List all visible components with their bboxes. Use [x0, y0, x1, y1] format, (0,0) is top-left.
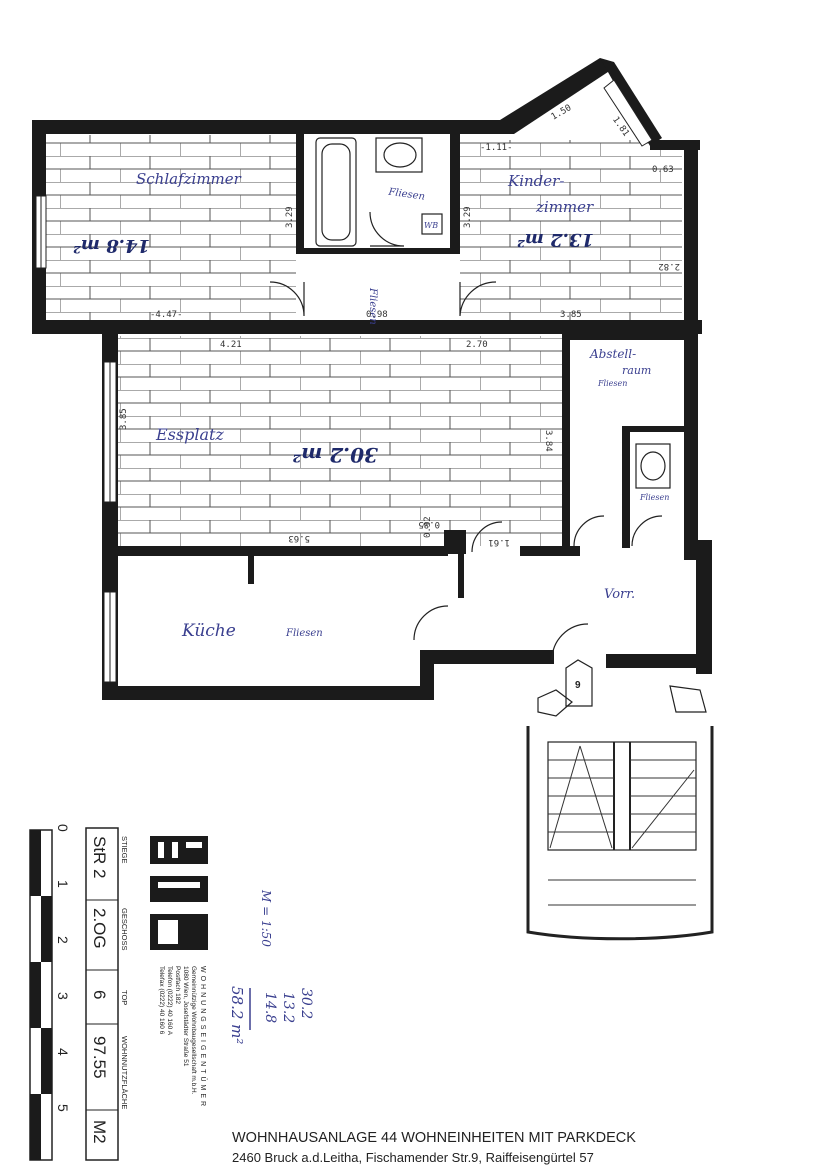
scale-bar: 0 1 2 3 4 5	[29, 824, 71, 1161]
sum-line-3: 14.8	[262, 992, 278, 1023]
info-header-wnf: WOHNNUTZFLÄCHE	[120, 1036, 129, 1109]
kueche-label: Küche	[181, 621, 236, 641]
company-logo	[150, 836, 208, 950]
kinderzimmer-label-2: zimmer	[535, 198, 594, 216]
scale-label-3: 3	[55, 992, 71, 1000]
abstellraum-floor-label: Fliesen	[597, 379, 627, 388]
essplatz-label: Essplatz	[155, 425, 224, 444]
scale-label-1: 1	[55, 880, 71, 888]
door-swings	[269, 211, 663, 661]
scale-label-2: 2	[55, 936, 71, 944]
essplatz-dim-right: 3.84	[543, 430, 553, 452]
area-sum-notes: M = 1:50 30.2 13.2 14.8 58.2 m²	[228, 889, 314, 1044]
footer-line-2: 2460 Bruck a.d.Leitha, Fischamender Str.…	[232, 1150, 594, 1165]
info-table: StR 2 2.OG 6 97.55 M2 STIEGE GESCHOSS TO…	[85, 827, 129, 1161]
flur-dim-1: 0.98	[366, 310, 388, 320]
staircase	[526, 659, 714, 941]
scale-label-0: 0	[55, 824, 71, 832]
schlafzimmer-floor	[46, 135, 296, 320]
company-block: WOHNUNGSEIGENTÜMER Gemeinnützige Wohnbau…	[150, 836, 208, 1109]
scale-note: M = 1:50	[259, 889, 273, 947]
top-number: 9	[575, 680, 581, 691]
vorraum-label: Vorr.	[604, 587, 635, 602]
kinderzimmer-label-1: Kinder-	[507, 172, 564, 190]
bad-dim-v: 3.29	[463, 206, 473, 228]
info-header-stiege: STIEGE	[120, 836, 129, 864]
kinderzimmer-dim-right: 2.82	[658, 261, 680, 271]
essplatz-dim-left: 3.85	[119, 408, 129, 430]
info-value-top: 6	[90, 990, 109, 999]
company-line-1: Gemeinnützige Wohnbaugesellschaft m.b.H.	[190, 966, 197, 1095]
footer-line-1: WOHNHAUSANLAGE 44 WOHNEINHEITEN MIT PARK…	[232, 1130, 636, 1146]
kinderzimmer-area: 13.2 m²	[517, 229, 594, 250]
flur-floor-label: Fliesen	[367, 287, 378, 325]
bad-wb-label: WB	[424, 221, 438, 230]
abstellraum-label-1: Abstell-	[589, 347, 636, 361]
info-value-stiege: StR 2	[90, 836, 109, 879]
company-letters: WOHNUNGSEIGENTÜMER	[199, 966, 207, 1109]
company-line-4: Telefon (0222) 40 160 A	[166, 966, 173, 1036]
info-value-wnf: 97.55	[90, 1036, 109, 1079]
company-line-3: Postfach 182	[174, 966, 181, 1004]
info-header-top: TOP	[120, 990, 129, 1005]
abstellraum-label-2: raum	[622, 364, 651, 377]
wc-floor-label: Fliesen	[639, 493, 669, 502]
essplatz-dim-small-1: 0.85	[418, 519, 440, 529]
windows	[35, 79, 653, 683]
schlafzimmer-area: 14.8 m²	[73, 235, 150, 256]
schlafzimmer-label: Schlafzimmer	[136, 170, 242, 188]
schlafzimmer-dim-v: 3.29	[285, 206, 295, 228]
essplatz-dim-small-2: 1.61	[488, 537, 510, 547]
essplatz-dim-bottom: 5.63	[288, 533, 310, 543]
sum-total: 58.2 m²	[228, 986, 246, 1044]
bath-fixtures	[315, 137, 671, 489]
info-extra: M2	[90, 1120, 109, 1144]
sum-line-2: 13.2	[280, 992, 296, 1023]
kueche-floor-label: Fliesen	[285, 628, 323, 639]
company-line-5: Telefax (0222) 40 160 6	[158, 966, 165, 1035]
sum-line-1: 30.2	[298, 988, 314, 1019]
essplatz-area: 30.2 m²	[292, 443, 378, 467]
bad-floor-label: Fliesen	[387, 187, 426, 203]
kinderzimmer-dim-small: 0.63	[652, 165, 674, 175]
scale-label-5: 5	[55, 1104, 71, 1112]
essplatz-floor	[116, 336, 562, 546]
info-value-geschoss: 2.OG	[90, 908, 109, 949]
kinderzimmer-floor	[460, 140, 682, 320]
essplatz-dim-top: 4.21	[220, 340, 242, 350]
schlafzimmer-dim-h: -4.47-	[150, 310, 183, 320]
info-header-geschoss: GESCHOSS	[120, 908, 129, 951]
kinderzimmer-dim-top: -1.11-	[480, 143, 513, 153]
kinderzimmer-dim-bottom: 3.85	[560, 310, 582, 320]
company-line-2: 1080 Wien, Josefstädter Straße 51	[182, 966, 189, 1067]
scale-label-4: 4	[55, 1048, 71, 1056]
flur-dim-2: 2.70	[466, 340, 488, 350]
essplatz-dim-small-3: 0.32	[423, 516, 433, 538]
